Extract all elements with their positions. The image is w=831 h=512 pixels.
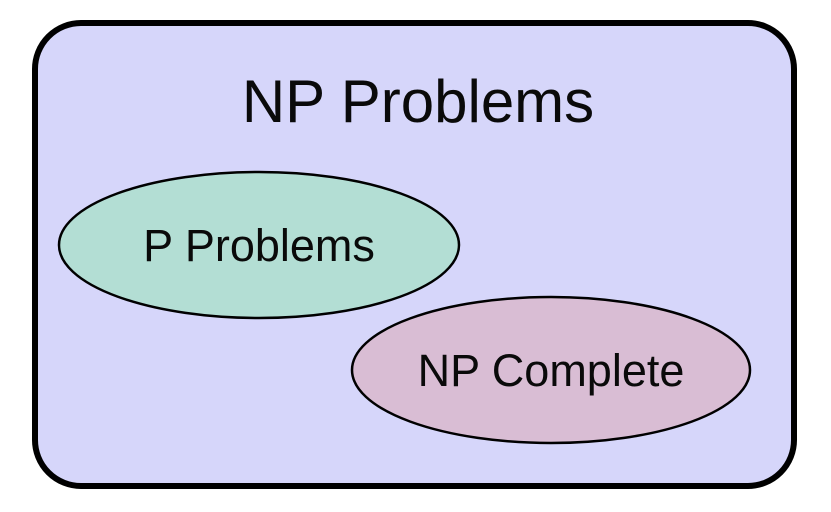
np-complete-region[interactable] xyxy=(350,295,752,445)
np-problems-label: NP Problems xyxy=(242,68,594,135)
np-complete-label: NP Complete xyxy=(418,345,685,396)
p-problems-region[interactable] xyxy=(57,170,461,320)
p-problems-label: P Problems xyxy=(143,220,375,271)
